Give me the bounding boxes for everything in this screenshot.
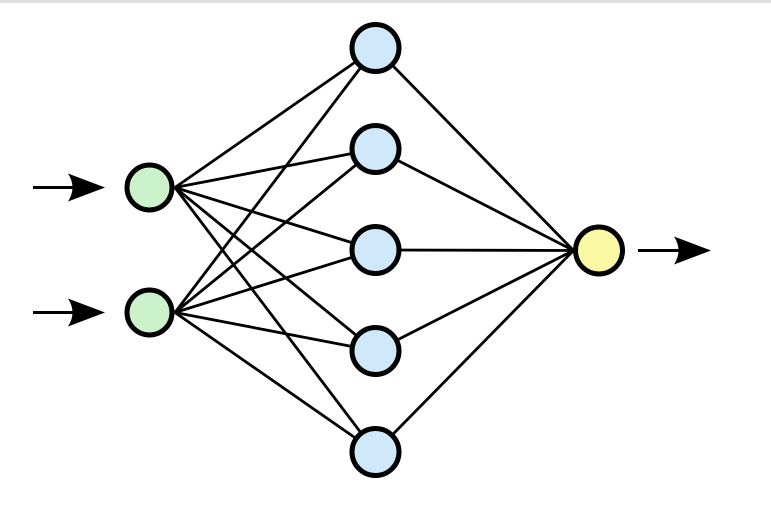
edge-hidden-4-output-1 — [374, 249, 575, 353]
edge-input-1-hidden-1 — [174, 46, 377, 189]
input-2-node — [124, 287, 175, 338]
edge-input-1-hidden-2 — [174, 147, 376, 189]
input-arrow-2-icon — [68, 298, 105, 327]
output-arrow-icon — [674, 236, 711, 265]
input-1-node — [124, 162, 175, 213]
edge-hidden-3-output-1 — [375, 248, 574, 252]
hidden-4-node — [349, 325, 402, 377]
hidden-3-node — [349, 224, 402, 276]
edge-input-2-hidden-2 — [174, 147, 377, 314]
edge-input-1-hidden-5 — [173, 186, 377, 453]
edge-hidden-1-output-1 — [374, 47, 575, 252]
edge-input-2-hidden-5 — [174, 311, 377, 454]
edge-input-2-hidden-1 — [173, 47, 377, 314]
input-arrow-1-icon — [68, 173, 105, 202]
output-1-node — [573, 224, 625, 277]
hidden-5-node — [349, 426, 402, 478]
edge-input-1-hidden-3 — [174, 186, 376, 252]
edge-hidden-2-output-1 — [374, 147, 575, 252]
edge-hidden-5-output-1 — [374, 249, 575, 453]
top-border — [0, 0, 771, 3]
edge-input-2-hidden-4 — [174, 311, 376, 353]
edge-input-1-hidden-4 — [174, 186, 377, 353]
edge-input-2-hidden-3 — [174, 248, 376, 314]
hidden-2-node — [349, 123, 402, 175]
hidden-1-node — [349, 22, 402, 74]
